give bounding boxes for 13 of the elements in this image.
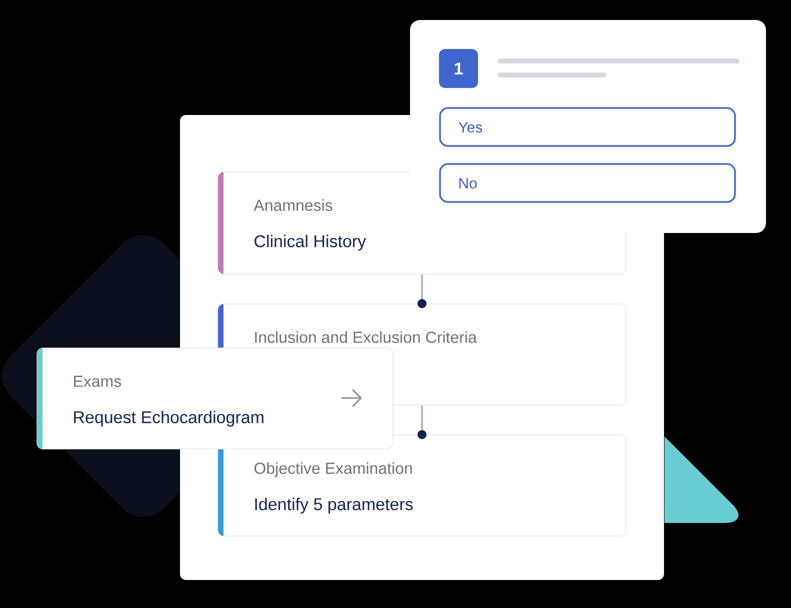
option-button: Yes (439, 107, 736, 147)
card-title: Objective Examination (254, 462, 412, 478)
connector-line (418, 274, 426, 308)
card-text: Request Echocardiogram (74, 410, 264, 427)
option-button: No (439, 163, 736, 203)
triangle-shape (664, 436, 738, 523)
card-title: Inclusion and Exclusion Criteria (255, 331, 477, 343)
card-title: Exams (74, 376, 122, 387)
connector-line (418, 405, 426, 440)
card-text: Clinical History (254, 234, 366, 251)
card-title: Anamnesis (254, 199, 332, 211)
card-text: Identify 5 parameters (255, 498, 413, 514)
number-badge: 1 (439, 49, 478, 88)
